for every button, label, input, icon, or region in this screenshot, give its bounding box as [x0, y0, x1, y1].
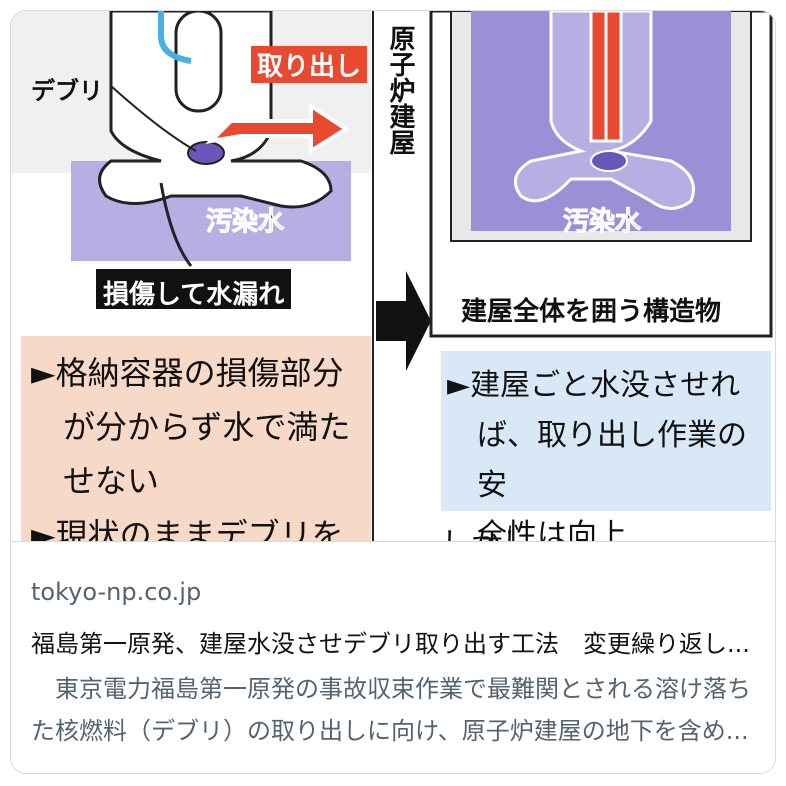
label-contaminated-water-left: 汚染水: [205, 207, 285, 238]
right-info-text: ►建屋ごと水没させれ ば、取り出し作業の安 全性は向上: [447, 361, 775, 541]
right-debris: [590, 150, 628, 172]
damage-label-bg: [96, 269, 291, 309]
left-info-line: ►格納容器の損傷部分: [31, 354, 344, 392]
left-info-line: が分からず水で満た: [63, 408, 351, 446]
right-info-box: [441, 351, 771, 511]
left-debris: [187, 141, 225, 165]
transition-arrow: [376, 271, 431, 371]
label-enclosing-structure: 建屋全体を囲う構造物: [461, 297, 722, 327]
label-contaminated-water-right: 汚染水: [562, 207, 642, 238]
label-reactor-building: 原子炉建屋: [385, 25, 415, 155]
debris-leader-line: [110, 85, 197, 152]
right-info-line: ►建屋ごと水没させれ: [447, 368, 741, 403]
left-reactor-core: [174, 11, 223, 113]
damage-leader-line: [159, 182, 193, 267]
description-line: 東京電力福島第一原発の事故収束作業で最難関とされる溶け落ち: [31, 675, 751, 703]
left-containment-vessel: [98, 11, 333, 209]
link-title[interactable]: 福島第一原発、建屋水没させデブリ取り出す工法 変更繰り返し...: [31, 630, 750, 658]
link-preview-card[interactable]: デブリ 取り出し 汚染水 損傷して水漏れ 原子炉建屋 汚染水 建屋全体を囲う構造…: [10, 10, 776, 774]
link-domain[interactable]: tokyo-np.co.jp: [31, 578, 202, 606]
label-damage-leak: 損傷して水漏れ: [103, 280, 285, 310]
article-thumbnail[interactable]: デブリ 取り出し 汚染水 損傷して水漏れ 原子炉建屋 汚染水 建屋全体を囲う構造…: [11, 11, 775, 541]
label-retrieval: 取り出し: [251, 46, 368, 83]
right-info-line: 全性は向上: [477, 518, 627, 541]
right-bottom-text: しかし…: [441, 519, 561, 541]
label-debris: デブリ: [31, 77, 103, 105]
left-info-line: ►現状のままデブリを: [31, 516, 344, 541]
left-info-text: ►格納容器の損傷部分 が分からず水で満た せない ►現状のままデブリを: [31, 346, 350, 541]
link-description: 東京電力福島第一原発の事故収束作業で最難関とされる溶け落ち た核燃料（デブリ）の…: [31, 668, 761, 752]
left-info-box: [21, 336, 371, 541]
retrieval-arrow: [205, 102, 350, 155]
left-info-line: せない: [63, 462, 160, 500]
description-line: た核燃料（デブリ）の取り出しに向け、原子炉建屋の地下を含め...: [31, 717, 749, 745]
link-meta[interactable]: tokyo-np.co.jp 福島第一原発、建屋水没させデブリ取り出す工法 変更…: [11, 541, 775, 773]
left-water-pipe: [158, 11, 192, 64]
right-info-line: ば、取り出し作業の安: [477, 418, 747, 503]
diagram-illustration: [11, 11, 773, 541]
